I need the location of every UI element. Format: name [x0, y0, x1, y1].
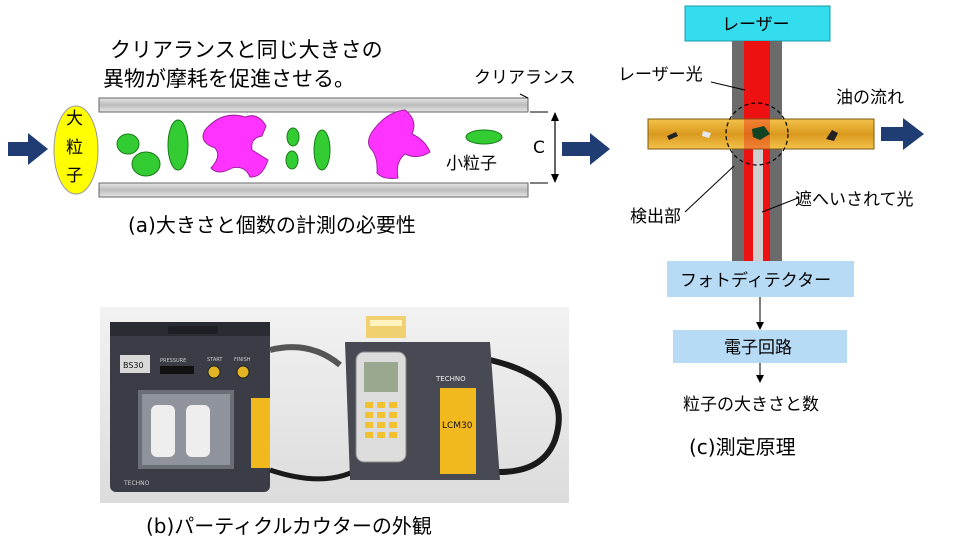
- bs30-bottle-2: [186, 405, 210, 457]
- pipe-upper-wall: [98, 97, 529, 113]
- oil-flow-label: 油の流れ: [836, 88, 904, 108]
- detection-zone-circle: [725, 102, 789, 166]
- large-particle: [53, 105, 99, 195]
- particle-green-5: [285, 150, 299, 170]
- panel-b-caption: (b)パーティクルカウターの外観: [146, 514, 432, 538]
- tube-loop: [474, 357, 562, 475]
- laser-label: レーザー: [722, 15, 790, 35]
- pipe-lower-wall: [98, 182, 529, 198]
- bs30-brand: TECHNO: [123, 480, 150, 487]
- lcm30-keypad: [365, 402, 397, 438]
- clearance-leader: [519, 93, 529, 99]
- lcm30-screen: [364, 362, 398, 392]
- bs30-finish-label: FINISH: [234, 357, 251, 363]
- small-particle-label: 小粒子: [446, 154, 497, 174]
- bs30-start-label: START: [207, 357, 223, 363]
- large-particle-char-2: 粒: [66, 138, 83, 158]
- detector-leader: [684, 165, 735, 213]
- laser-beam-upper: [744, 41, 770, 119]
- detector-label: 検出部: [630, 207, 681, 227]
- circuit-box: [673, 330, 847, 363]
- arrow-to-circuit-head: [756, 322, 764, 330]
- heading-line2: 異物が摩耗を促進させる。: [103, 67, 355, 91]
- photodetector-box: [667, 261, 854, 297]
- oil-flow-arrow: [881, 118, 924, 150]
- panel-a: クリアランスと同じ大きさの 異物が摩耗を促進させる。 大 粒 子 小粒子 クリア…: [8, 38, 610, 237]
- lcm30-model-label: LCM30: [442, 421, 473, 431]
- oil-particle-1: [667, 132, 678, 140]
- arrow-to-output-head: [756, 375, 764, 383]
- output-label: 粒子の大きさと数: [683, 395, 819, 415]
- oil-particle-2: [702, 131, 711, 138]
- circuit-label: 電子回路: [724, 338, 792, 358]
- particle-magenta-2: [368, 109, 431, 179]
- blocked-light-stripe: [753, 149, 763, 261]
- laser-light-leader: [710, 81, 746, 91]
- oil-particle-4: [826, 130, 838, 141]
- blocked-light-leader: [761, 197, 799, 213]
- large-particle-char-3: 子: [66, 166, 83, 186]
- lcm30-unit: TECHNO LCM30: [345, 316, 500, 480]
- photodetector-label: フォトディテクター: [680, 270, 831, 291]
- bs30-start-button: [207, 365, 221, 379]
- outlet-arrow: [562, 133, 610, 165]
- blocked-light-label: 遮へいされて光: [795, 190, 914, 210]
- bs30-bottle-1: [151, 405, 175, 457]
- particle-green-1: [116, 133, 140, 155]
- bs30-finish-button: [236, 365, 250, 379]
- particle-green-4: [286, 127, 300, 147]
- large-particle-char-1: 大: [66, 109, 83, 129]
- panel-c: レーザー レーザー光 油の流れ 検出部 遮へいされて光: [618, 5, 924, 459]
- clearance-label: クリアランス: [474, 68, 576, 88]
- panel-c-caption: (c)測定原理: [689, 435, 796, 459]
- clearance-dimension: [530, 111, 559, 184]
- panel-b: BS30 PRESSURE START FINISH TECHNO: [100, 307, 569, 538]
- tube-left: [269, 344, 342, 368]
- clearance-symbol: C: [533, 138, 545, 158]
- bs30-model-label: BS30: [123, 361, 144, 370]
- inlet-arrow: [8, 133, 48, 165]
- lcm30-brand: TECHNO: [435, 375, 466, 383]
- particle-green-7: [465, 129, 503, 145]
- particle-green-6: [313, 129, 331, 171]
- bs30-pressure-label: PRESSURE: [160, 358, 186, 364]
- laser-light-label: レーザー光: [618, 65, 703, 85]
- particle-green-2: [131, 151, 161, 177]
- particle-magenta-1: [202, 114, 269, 178]
- particle-green-3: [167, 119, 189, 171]
- heading-line1: クリアランスと同じ大きさの: [110, 38, 383, 62]
- bs30-unit: BS30 PRESSURE START FINISH TECHNO: [110, 322, 270, 492]
- oil-particle-3: [752, 126, 770, 140]
- panel-a-caption: (a)大きさと個数の計測の必要性: [128, 213, 416, 237]
